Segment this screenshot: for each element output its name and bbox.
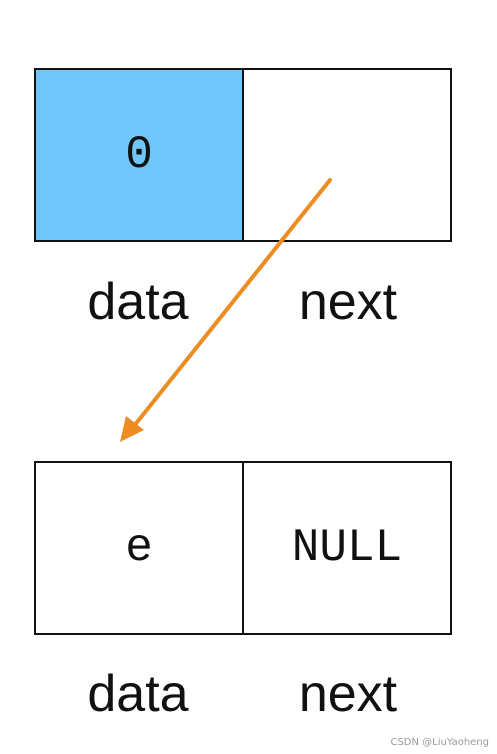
next-value-bottom: NULL [291,522,403,574]
field-label-data-top: data [87,273,189,331]
next-cell-bottom: NULL [244,463,450,633]
data-value-top: 0 [125,129,153,181]
data-value-bottom: e [125,522,153,574]
data-cell-top: 0 [36,70,244,240]
field-label-next-top: next [298,273,398,331]
field-label-next-bottom: next [298,665,398,723]
list-node-bottom: e NULL [34,461,452,635]
data-cell-bottom: e [36,463,244,633]
watermark: CSDN @LiuYaoheng [390,737,489,748]
list-node-top: 0 [34,68,452,242]
arrow-icon [120,416,144,442]
next-cell-top [244,70,450,240]
field-label-data-bottom: data [87,665,189,723]
